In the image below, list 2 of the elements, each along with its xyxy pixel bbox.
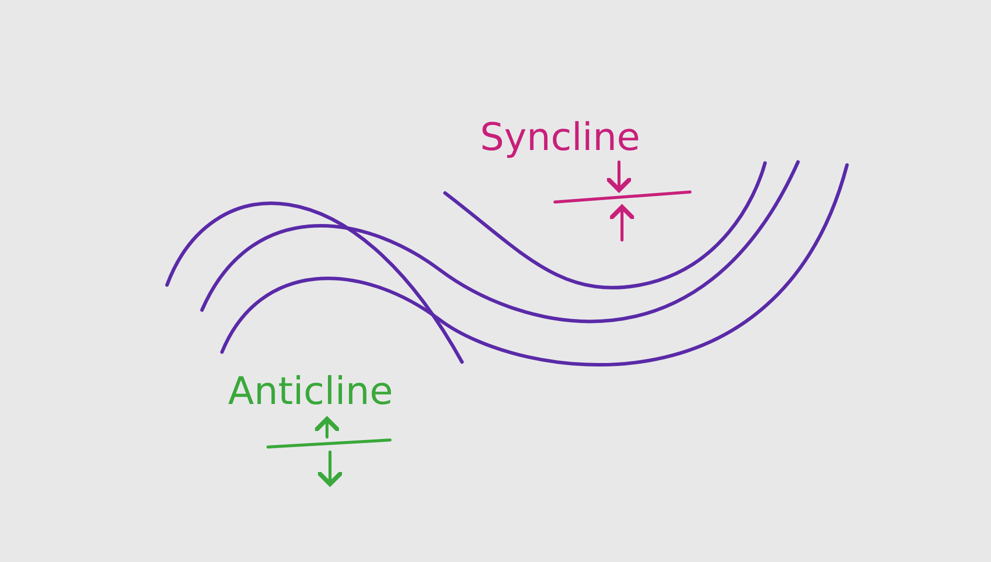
fold-label: Anticline [228,372,394,410]
fold-label: Syncline [480,118,640,156]
